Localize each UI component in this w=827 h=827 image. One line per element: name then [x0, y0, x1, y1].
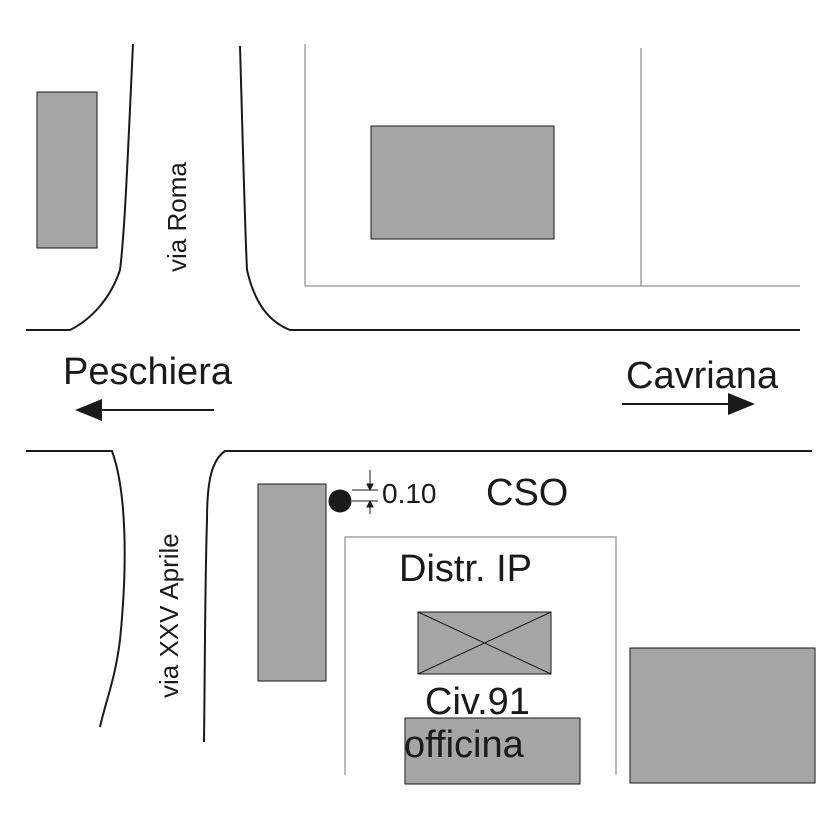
building-lower-right	[629, 647, 816, 784]
labels: via Roma via XXV Aprile Peschiera Cavria…	[63, 162, 779, 766]
lot-distr-ip-outline	[344, 536, 617, 775]
building-upper-center	[370, 125, 555, 240]
measure-tick-lower	[366, 499, 374, 508]
via-roma-right-edge	[239, 45, 800, 331]
main-road-lower-right-edge	[203, 450, 812, 743]
measurement-marker	[328, 470, 378, 514]
label-cso: CSO	[486, 472, 568, 514]
label-measure: 0.10	[382, 478, 437, 509]
label-officina: officina	[404, 724, 525, 766]
building-distr-ip-cross-b	[417, 611, 552, 675]
lot-lines	[304, 44, 800, 775]
building-lower-left	[257, 483, 327, 682]
label-via-xxv-aprile: via XXV Aprile	[154, 533, 184, 698]
building-officina	[404, 717, 581, 785]
building-upper-left	[36, 91, 98, 249]
label-distr-ip: Distr. IP	[399, 548, 532, 590]
label-via-roma: via Roma	[162, 162, 192, 272]
label-civ: Civ.91	[425, 681, 530, 723]
survey-point-dot	[328, 489, 352, 513]
lot-upper-outline	[304, 44, 800, 287]
main-road-lower-left-edge	[26, 450, 126, 728]
buildings	[36, 91, 816, 785]
via-roma-left-edge	[26, 43, 134, 331]
measure-tick-upper	[366, 483, 374, 492]
label-cavriana: Cavriana	[626, 355, 779, 397]
label-peschiera: Peschiera	[63, 351, 233, 393]
roads	[26, 43, 812, 743]
arrow-peschiera-head	[75, 399, 102, 421]
arrow-cavriana-head	[728, 393, 755, 415]
arrows	[75, 393, 755, 421]
